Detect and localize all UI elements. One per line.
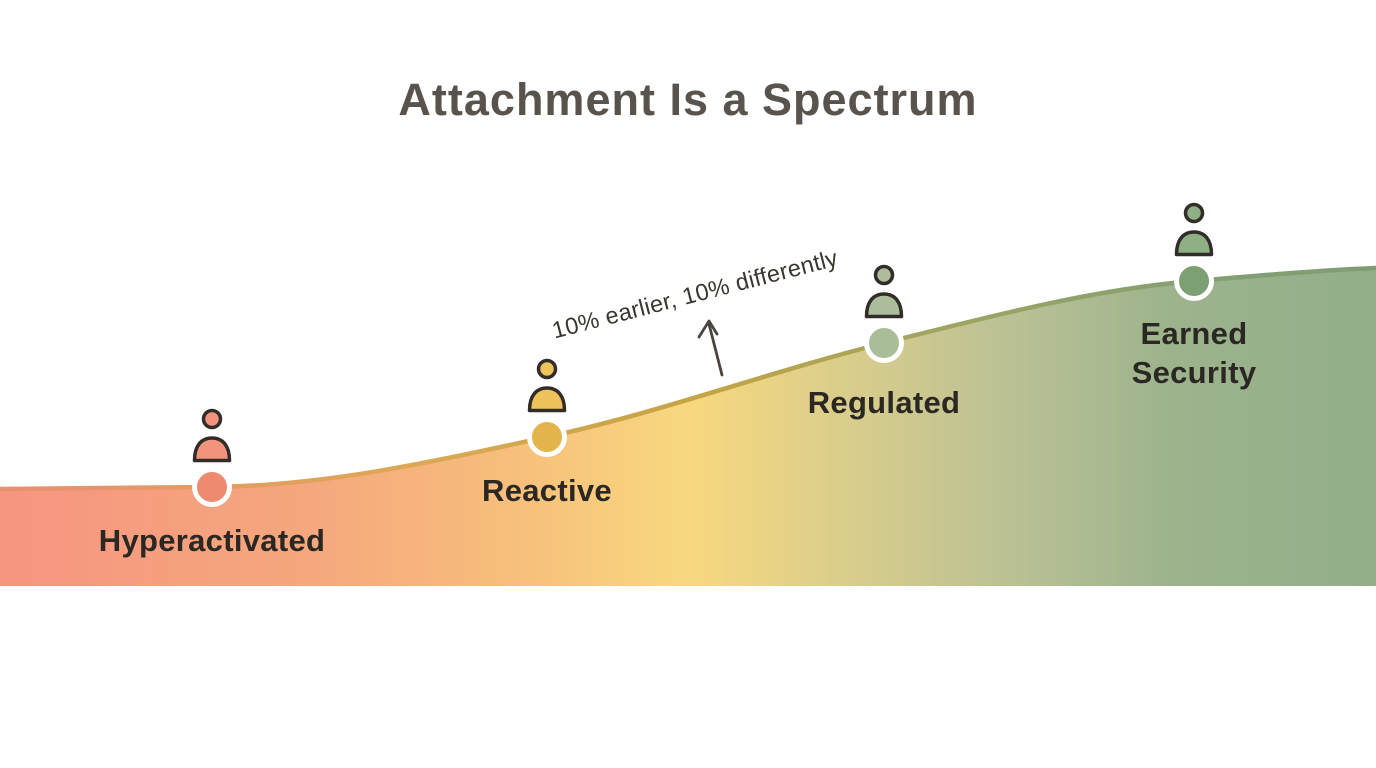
up-arrow-icon	[697, 319, 724, 377]
stage-label: Hyperactivated	[98, 523, 326, 558]
stage-label: Regulated	[807, 385, 961, 420]
stage-dot	[527, 417, 567, 457]
stage-label: Reactive	[482, 473, 612, 508]
stage-dot	[864, 323, 904, 363]
stage-dot	[192, 467, 232, 507]
stage-dot	[1174, 261, 1214, 301]
stage-label: Earned Security	[1131, 316, 1257, 390]
person-icon	[192, 408, 232, 463]
spectrum-band	[0, 268, 1376, 586]
person-icon	[864, 264, 904, 319]
page-title: Attachment Is a Spectrum	[398, 74, 978, 125]
person-icon	[527, 358, 567, 413]
person-icon	[1174, 202, 1214, 257]
